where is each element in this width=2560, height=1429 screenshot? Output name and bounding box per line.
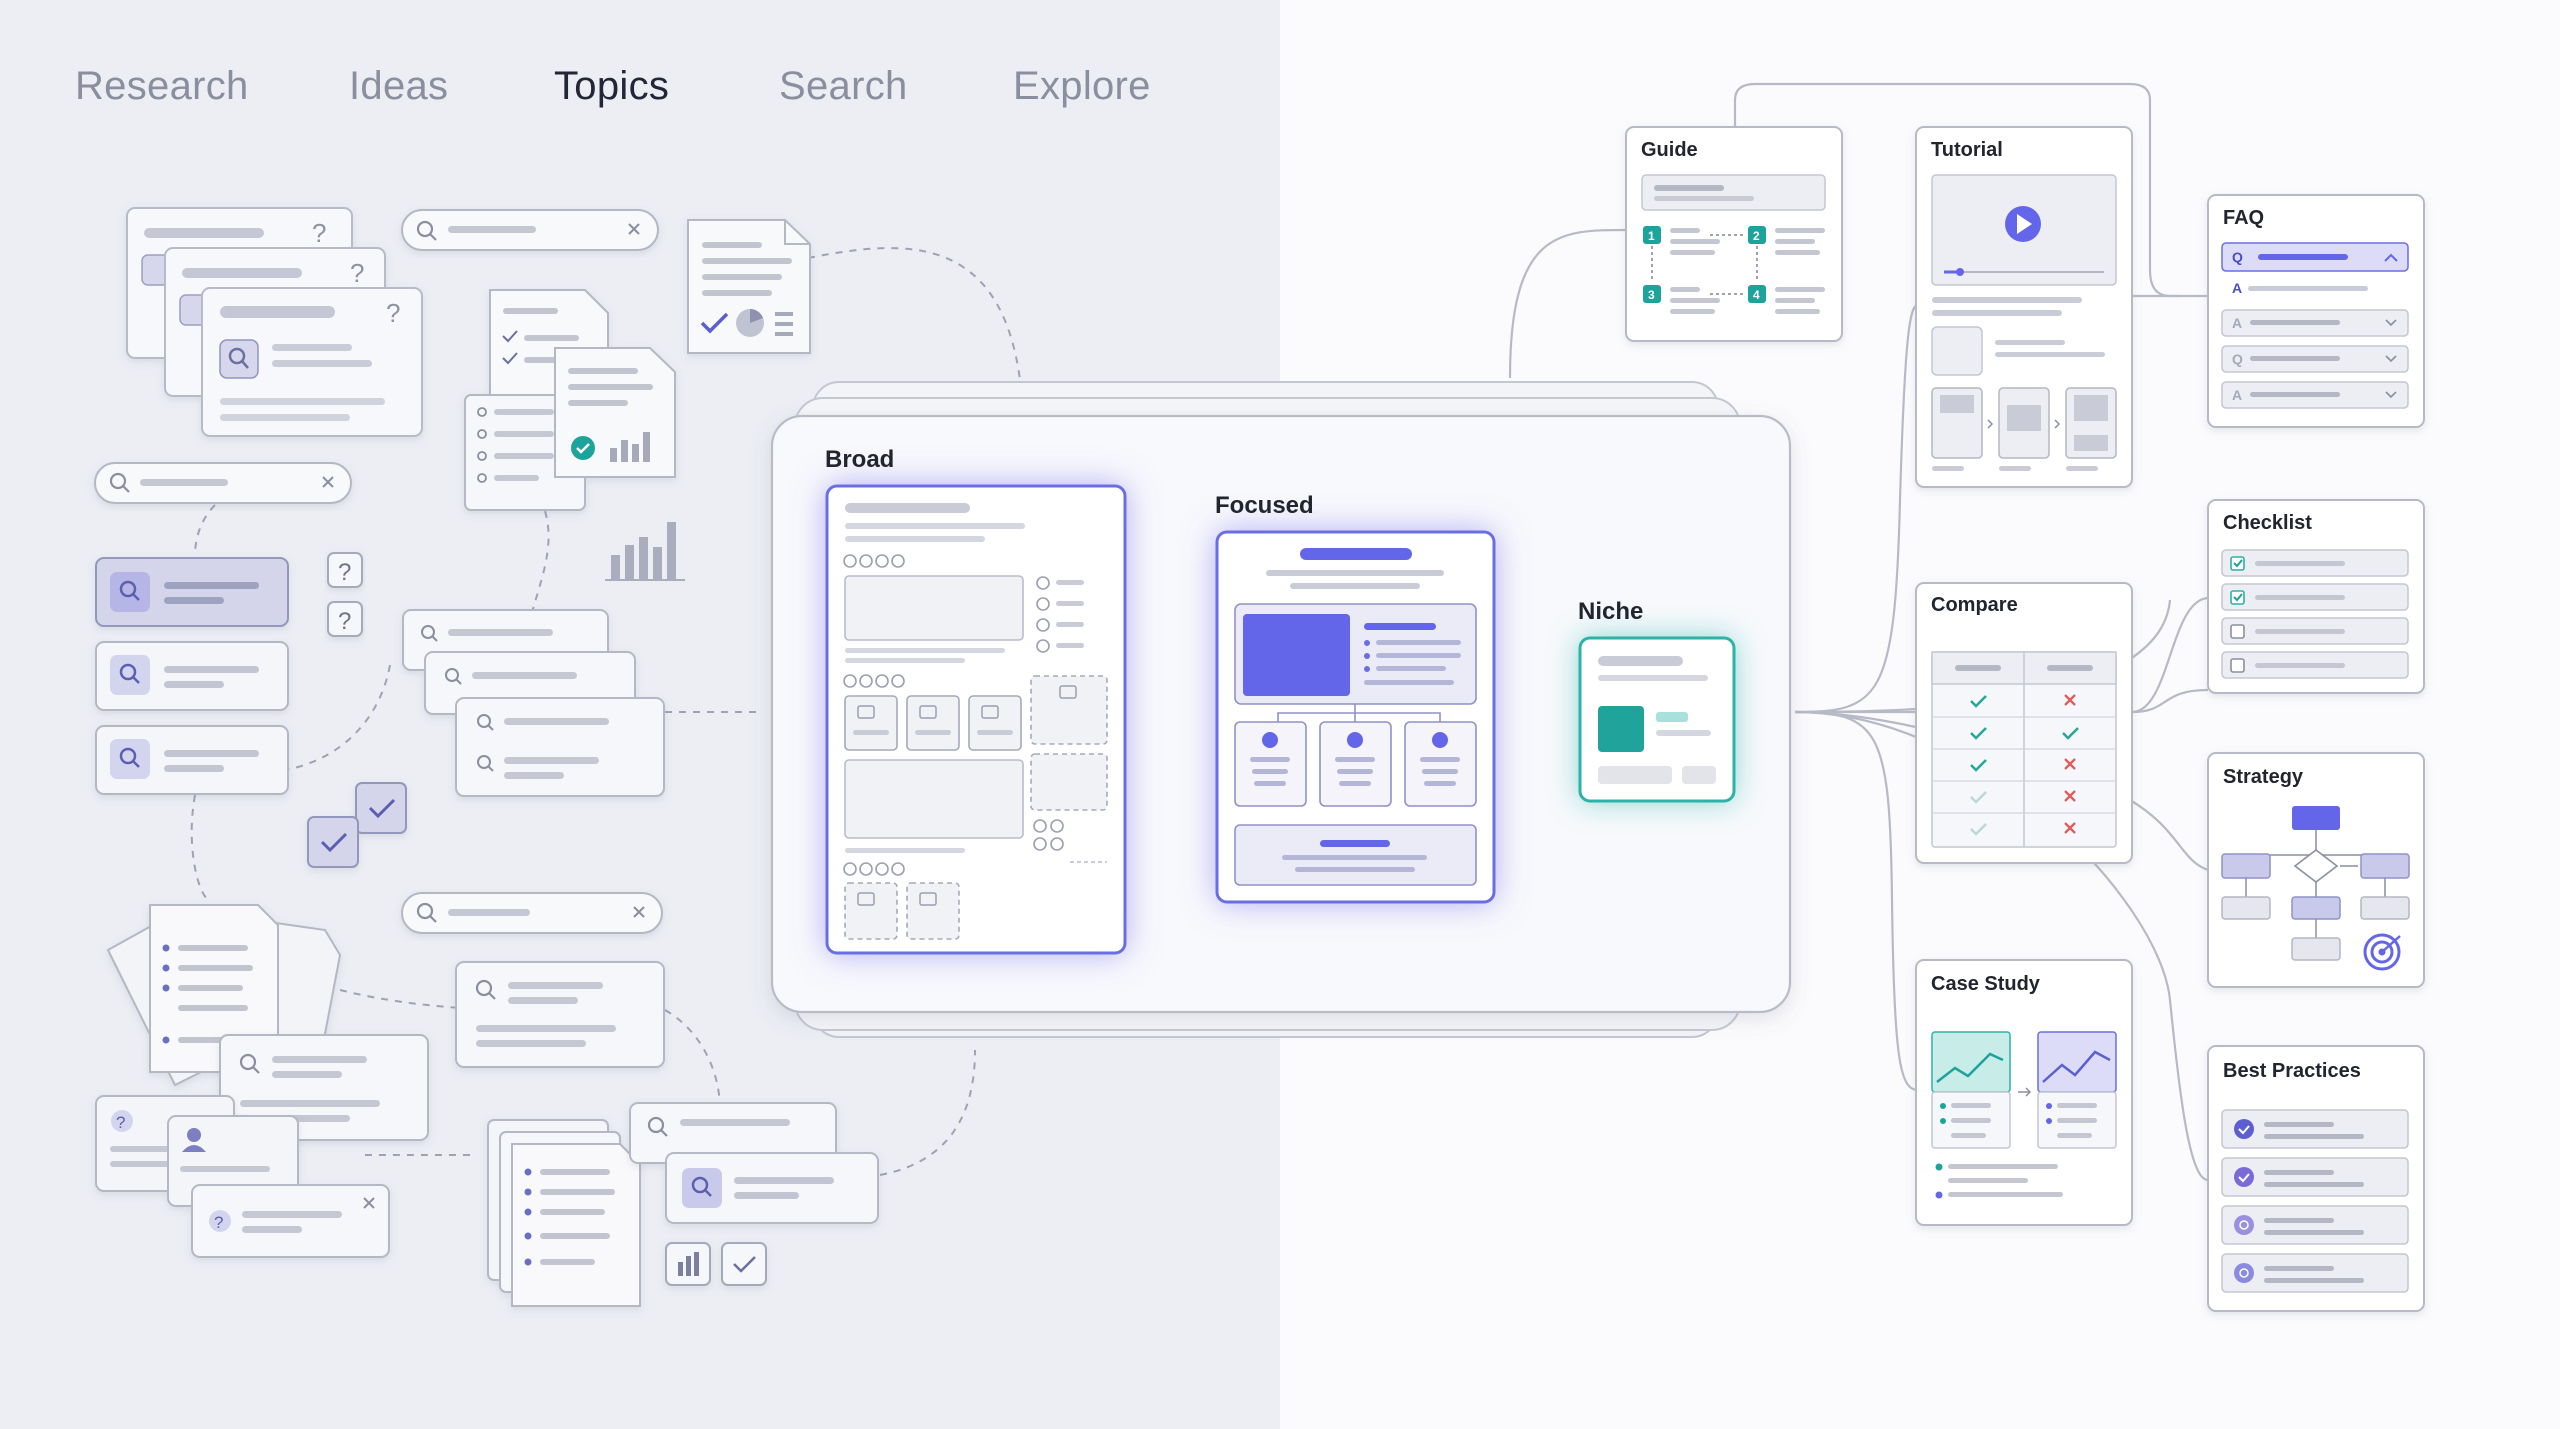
faq-row-letters: Q A A Q A [2232,249,2243,403]
focused-label: Focused [1215,492,1314,519]
guide-step-numbers: 1 2 3 4 [1648,229,1760,302]
search-card-bottom [219,1034,429,1141]
faq-title: FAQ [2223,207,2265,229]
case-study-title: Case Study [1931,973,2040,995]
profile-question-cards: ? ? [95,1095,390,1258]
report-document [687,219,811,354]
svg-text:?: ? [116,1113,125,1132]
guide-title: Guide [1641,139,1698,161]
niche-card [1578,636,1736,803]
best-practices-card [2207,1045,2425,1312]
nav-ideas[interactable]: Ideas [349,64,449,108]
faq-row-a2: A [2232,315,2242,331]
strategy-card [2207,752,2425,988]
svg-text:?: ? [350,258,364,288]
search-card-stack [402,609,665,797]
guide-step-3: 3 [1648,288,1655,302]
svg-text:?: ? [312,218,326,248]
strategy-title: Strategy [2223,766,2304,788]
tutorial-card [1915,126,2133,488]
guide-step-4: 4 [1753,288,1760,302]
guide-step-2: 2 [1753,229,1760,243]
question-card-stack: ? ? ? [126,207,423,437]
checklist-title: Checklist [2223,512,2312,534]
niche-label: Niche [1578,598,1644,625]
faq-row-a1: A [2232,280,2242,296]
bar-chart-icon [605,522,685,581]
checklist-card [2207,499,2425,694]
search-card-center [455,961,665,1068]
tutorial-title: Tutorial [1931,139,2003,161]
svg-text:?: ? [214,1213,223,1232]
svg-text:?: ? [386,298,400,328]
svg-text:?: ? [338,559,351,586]
compare-title: Compare [1931,594,2018,616]
faq-row-a3: A [2232,387,2242,403]
nav-explore[interactable]: Explore [1013,64,1151,108]
faq-row-q1: Q [2232,249,2243,265]
search-bar-lower [401,892,663,934]
svg-text:?: ? [338,608,351,635]
document-stack [487,1119,641,1307]
best-practices-title: Best Practices [2223,1060,2361,1082]
search-bar-top [401,209,659,251]
case-study-card [1915,959,2133,1226]
guide-step-1: 1 [1648,229,1655,243]
compare-card [1915,582,2133,864]
nav-research[interactable]: Research [75,64,249,108]
broad-label: Broad [825,446,895,473]
broad-card [825,484,1127,955]
search-bar-mid [94,462,352,504]
fanned-documents [106,904,342,1087]
checklist-documents [464,289,676,511]
nav-search[interactable]: Search [779,64,908,108]
faq-row-q2: Q [2232,351,2243,367]
nav-topics[interactable]: Topics [554,64,670,108]
faq-card [2207,194,2425,428]
search-results-list [95,557,289,795]
guide-card [1625,126,1843,342]
check-tiles [307,782,407,868]
focused-card [1215,530,1496,904]
search-cards-bottom-center [629,1102,879,1286]
question-badges: ? ? [327,552,363,637]
